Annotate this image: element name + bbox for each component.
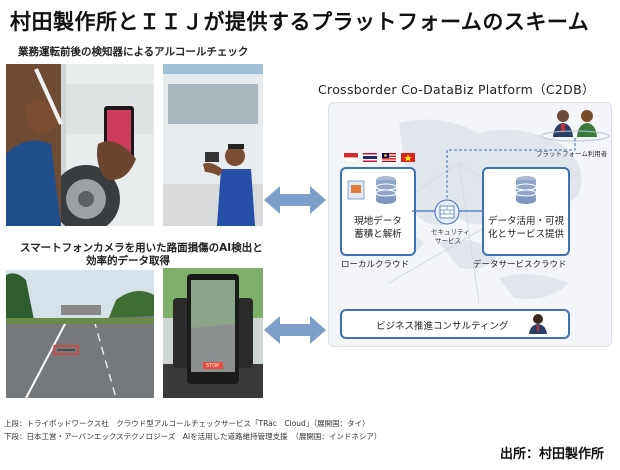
data-service-cloud-label: データサービスクラウド bbox=[473, 260, 567, 270]
data-service-cloud-box: データ活用・可視 化とサービス提供 bbox=[482, 167, 570, 256]
photo-road-damage bbox=[6, 270, 154, 398]
flag-malaysia-icon bbox=[382, 153, 396, 162]
phone-screen-text: STOP bbox=[206, 363, 220, 369]
security-label-line1: セキュリティ bbox=[431, 228, 470, 236]
bottom-caption-line1: スマートフォンカメラを用いた路面損傷のAI検出と bbox=[20, 242, 263, 254]
photo-alcohol-check-hands bbox=[6, 64, 154, 226]
page-title: 村田製作所とＩＩＪが提供するプラットフォームのスキーム bbox=[10, 10, 590, 34]
note-upper: 上段：トライポッドワークス社 クラウド型アルコールチェックサービス「TRac C… bbox=[4, 419, 370, 428]
consulting-bar: ビジネス推進コンサルティング bbox=[340, 309, 570, 339]
local-box-line1: 現地データ bbox=[354, 216, 402, 227]
database-icon bbox=[515, 176, 537, 204]
data-box-line2: 化とサービス提供 bbox=[487, 229, 564, 240]
source-credit: 出所：村田製作所 bbox=[499, 447, 604, 462]
user-icon bbox=[529, 314, 547, 334]
flag-indonesia-icon bbox=[344, 153, 359, 163]
local-cloud-label: ローカルクラウド bbox=[341, 260, 410, 270]
user-icon bbox=[577, 110, 597, 137]
bottom-caption-line2: 効率的データ取得 bbox=[86, 255, 170, 267]
data-box-line1: データ活用・可視 bbox=[487, 216, 564, 227]
photo-phone-dashboard: STOP bbox=[163, 268, 263, 398]
user-icon bbox=[553, 110, 573, 137]
local-box-line2: 蓄積と解析 bbox=[354, 229, 402, 240]
dashed-connector bbox=[446, 138, 576, 206]
flag-thailand-icon bbox=[363, 153, 377, 162]
double-arrow-icon bbox=[264, 186, 326, 214]
country-flags bbox=[344, 153, 415, 163]
note-lower: 下段：日本工営・アーバンエックステクノロジーズ AIを活用した道路維持管理支援 … bbox=[4, 432, 382, 441]
platform-title: Crossborder Co-DataBiz Platform（C2DB） bbox=[318, 82, 595, 97]
consulting-label: ビジネス推進コンサルティング bbox=[376, 321, 509, 332]
local-cloud-box: 現地データ 蓄積と解析 bbox=[340, 167, 416, 256]
firewall-icon bbox=[434, 199, 460, 225]
flag-vietnam-icon bbox=[401, 153, 415, 162]
database-icon bbox=[375, 176, 397, 204]
security-label-line2: サービス bbox=[435, 237, 461, 245]
double-arrow-icon bbox=[264, 316, 326, 344]
users-label: プラットフォーム利用者 bbox=[536, 150, 608, 158]
photo-alcohol-check-driver bbox=[163, 64, 263, 226]
top-caption: 業務運転前後の検知器によるアルコールチェック bbox=[18, 46, 249, 58]
platform-panel bbox=[328, 102, 612, 347]
user-icon bbox=[347, 180, 365, 200]
